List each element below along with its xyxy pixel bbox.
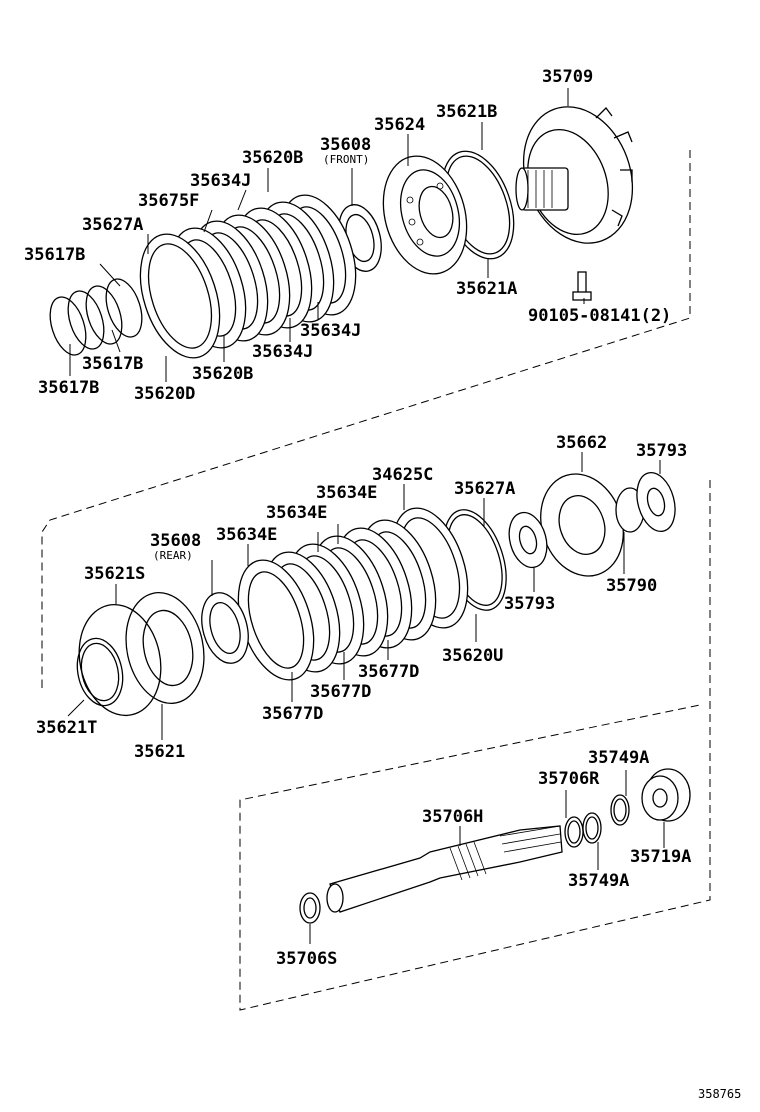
part-labels: 35709 35621B 35624 35608 (FRONT) 35620B … <box>24 67 741 1101</box>
label-35608-front-sub: (FRONT) <box>323 153 369 166</box>
label-35620b-bottom: 35620B <box>192 364 253 384</box>
washer-35793-top <box>636 472 676 532</box>
label-35634e-b: 35634E <box>266 503 327 523</box>
label-35677d-b: 35677D <box>310 682 371 702</box>
label-35677d-c: 35677D <box>262 704 323 724</box>
label-35621: 35621 <box>134 742 185 762</box>
label-35621a: 35621A <box>456 279 517 299</box>
piston-35621 <box>125 592 205 704</box>
washer-35793-bottom <box>508 511 548 569</box>
label-35675f: 35675F <box>138 191 199 211</box>
label-35709: 35709 <box>542 67 593 87</box>
label-35621t: 35621T <box>36 718 97 738</box>
label-35624: 35624 <box>374 115 425 135</box>
label-35608-front: 35608 <box>320 135 371 155</box>
drum-35709 <box>515 106 634 244</box>
seal-35621t <box>76 637 124 707</box>
support-35662 <box>540 473 645 577</box>
bolt-90105 <box>572 271 592 301</box>
group-boundaries <box>41 150 711 1011</box>
label-35617b-b: 35617B <box>82 354 143 374</box>
ring-35706s <box>299 892 321 924</box>
label-35627a-top: 35627A <box>82 215 143 235</box>
label-35634e-c: 35634E <box>216 525 277 545</box>
ring-35706r <box>564 816 584 848</box>
piston-35624 <box>382 155 468 275</box>
shaft-35706h <box>326 825 563 913</box>
snap-rings-35617b <box>49 278 143 356</box>
label-35749a-top: 35749A <box>588 748 649 768</box>
label-35634e-a: 35634E <box>316 483 377 503</box>
reference-number: 358765 <box>698 1087 741 1101</box>
leader-lines <box>67 88 665 944</box>
label-35793-top: 35793 <box>636 441 687 461</box>
label-35608-rear: 35608 <box>150 531 201 551</box>
label-35706h: 35706H <box>422 807 483 827</box>
label-35719a: 35719A <box>630 847 691 867</box>
ring-35749a-bottom <box>582 812 602 844</box>
clutch-pack-rear <box>237 507 469 681</box>
label-35793-bottom: 35793 <box>504 594 555 614</box>
label-35790: 35790 <box>606 576 657 596</box>
label-35627a-mid: 35627A <box>454 479 515 499</box>
label-35677d-a: 35677D <box>358 662 419 682</box>
ring-35749a-top <box>610 794 630 826</box>
label-35634j-mid: 35634J <box>252 342 313 362</box>
label-35662: 35662 <box>556 433 607 453</box>
label-35706s: 35706S <box>276 949 337 969</box>
spring-35608-rear <box>201 592 249 664</box>
label-35620b-top: 35620B <box>242 148 303 168</box>
label-35617b-a: 35617B <box>24 245 85 265</box>
label-90105: 90105-08141(2) <box>528 306 671 326</box>
gear-35719a <box>641 768 691 822</box>
clutch-pack-front <box>139 194 357 359</box>
label-35620u: 35620U <box>442 646 503 666</box>
label-35608-rear-sub: (REAR) <box>153 549 193 562</box>
label-35621b: 35621B <box>436 102 497 122</box>
label-35634j-top: 35634J <box>190 171 251 191</box>
label-35620d: 35620D <box>134 384 195 404</box>
label-35706r: 35706R <box>538 769 600 789</box>
label-35621s: 35621S <box>84 564 145 584</box>
label-35617b-c: 35617B <box>38 378 99 398</box>
label-35749a-bottom: 35749A <box>568 871 629 891</box>
label-34625c: 34625C <box>372 465 433 485</box>
label-35634j-right: 35634J <box>300 321 361 341</box>
